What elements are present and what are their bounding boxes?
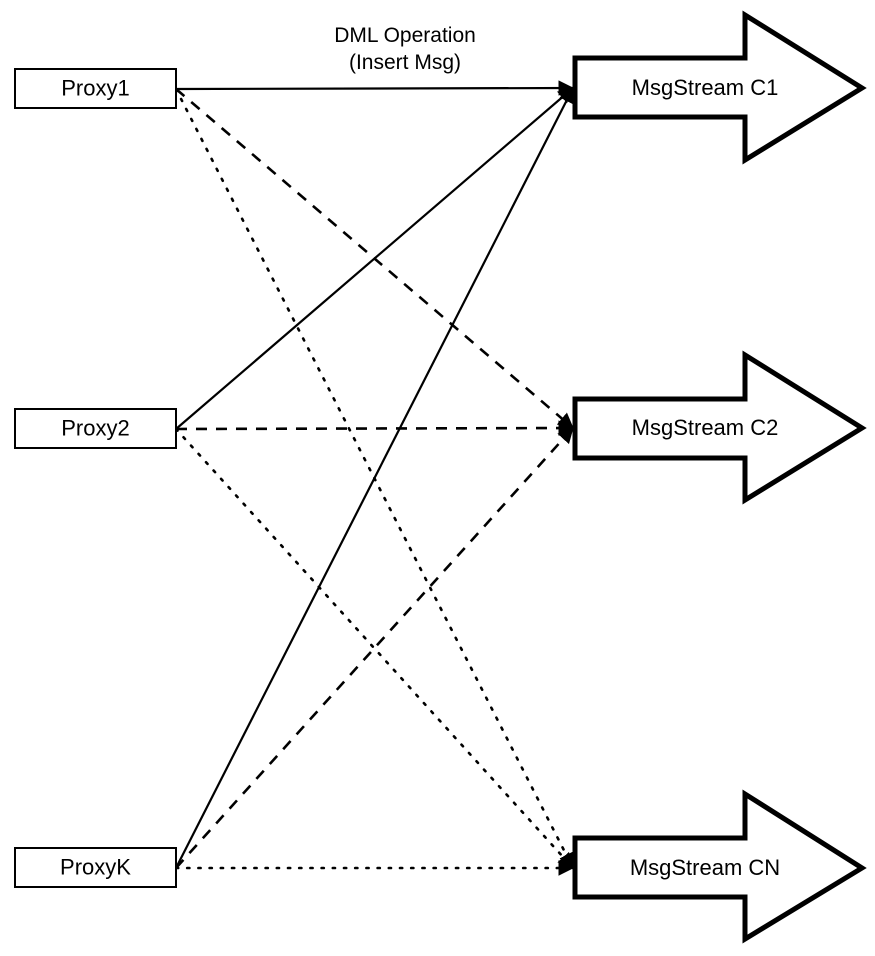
stream-nodes-layer: MsgStream C1 MsgStream C2 MsgStream CN bbox=[572, 10, 867, 944]
proxy-node-proxy1[interactable]: Proxy1 bbox=[14, 68, 177, 109]
connections-layer bbox=[174, 80, 575, 876]
edge-label-line-2: (Insert Msg) bbox=[349, 51, 461, 74]
connection-proxy2-stream-c2[interactable] bbox=[175, 420, 574, 436]
stream-label: MsgStream CN bbox=[630, 855, 780, 880]
connection-proxyk-stream-c1[interactable] bbox=[175, 87, 574, 869]
proxy-node-proxyk[interactable]: ProxyK bbox=[14, 847, 177, 888]
proxy-nodes-layer: Proxy1 Proxy2 ProxyK bbox=[14, 68, 177, 888]
block-arrow-icon bbox=[572, 10, 867, 165]
proxy-node-proxy2[interactable]: Proxy2 bbox=[14, 408, 177, 449]
stream-label: MsgStream C2 bbox=[632, 415, 779, 440]
proxy-box-shape bbox=[14, 68, 177, 109]
proxy-label: Proxy1 bbox=[61, 75, 129, 100]
connection-proxy1-stream-c1[interactable] bbox=[175, 80, 574, 96]
proxy-label: ProxyK bbox=[60, 854, 131, 879]
stream-label: MsgStream C1 bbox=[632, 75, 779, 100]
connection-proxy2-stream-cn[interactable] bbox=[174, 427, 575, 870]
proxy-box-shape bbox=[14, 847, 177, 888]
block-arrow-icon bbox=[572, 789, 867, 944]
stream-node-c1[interactable]: MsgStream C1 bbox=[572, 10, 867, 165]
edge-label-line-1: DML Operation bbox=[334, 24, 476, 47]
proxy-box-shape bbox=[14, 408, 177, 449]
proxy-label: Proxy2 bbox=[61, 415, 129, 440]
stream-node-cn[interactable]: MsgStream CN bbox=[572, 789, 867, 944]
stream-node-c2[interactable]: MsgStream C2 bbox=[572, 350, 867, 505]
block-arrow-icon bbox=[572, 350, 867, 505]
connection-proxy2-stream-c1[interactable] bbox=[175, 87, 574, 430]
edge-label-dml-operation: DML Operation (Insert Msg) bbox=[334, 24, 476, 74]
